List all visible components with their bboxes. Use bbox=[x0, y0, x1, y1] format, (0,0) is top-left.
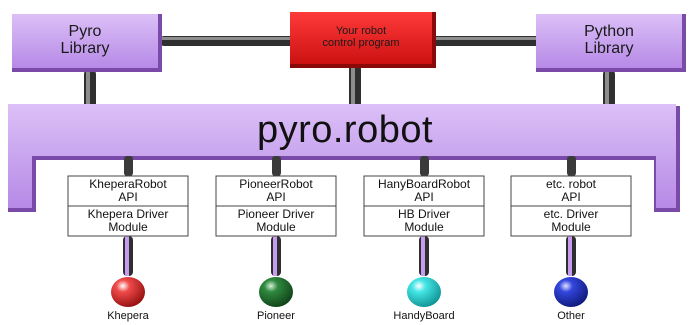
control-program-box bbox=[290, 12, 436, 68]
driver-box-0 bbox=[67, 205, 189, 237]
api-box-2 bbox=[363, 175, 485, 207]
robot-ball-2 bbox=[407, 277, 441, 307]
driver-box-2 bbox=[363, 205, 485, 237]
api-box-0 bbox=[67, 175, 189, 207]
connector-hub-api-3 bbox=[567, 156, 576, 176]
api-label-0: KheperaRobot API bbox=[89, 177, 167, 204]
pyro-library-box bbox=[12, 14, 162, 72]
pyro-library-label: Pyro Library bbox=[60, 23, 110, 57]
pyro-robot-hub bbox=[8, 104, 680, 212]
api-label-3: etc. robot API bbox=[545, 177, 597, 204]
robot-ball-0 bbox=[111, 277, 145, 307]
driver-label-1: Pioneer Driver Module bbox=[237, 207, 315, 234]
driver-label-2: HB Driver Module bbox=[397, 207, 450, 234]
driver-label-3: etc. Driver Module bbox=[543, 207, 599, 234]
robot-label-1: Pioneer bbox=[257, 309, 295, 322]
robot-ball-1 bbox=[259, 277, 293, 307]
robot-label-2: HandyBoard bbox=[393, 309, 455, 322]
driver-box-3 bbox=[510, 205, 632, 237]
python-library-label: Python Library bbox=[584, 23, 634, 57]
api-box-3 bbox=[510, 175, 632, 207]
api-label-2: HanyBoardRobot API bbox=[377, 177, 471, 204]
pyro-robot-label: pyro.robot bbox=[256, 109, 434, 152]
api-label-1: PioneerRobot API bbox=[239, 177, 313, 204]
control-program-label: Your robot control program bbox=[322, 25, 400, 49]
python-library-box bbox=[536, 14, 686, 72]
driver-label-0: Khepera Driver Module bbox=[87, 207, 169, 234]
connector-hub-api-2 bbox=[420, 156, 429, 176]
connector-hub-api-1 bbox=[272, 156, 281, 176]
robot-label-0: Khepera bbox=[107, 309, 149, 322]
robot-label-3: Other bbox=[557, 309, 585, 322]
robot-ball-3 bbox=[554, 277, 588, 307]
driver-box-1 bbox=[215, 205, 337, 237]
connector-hub-api-0 bbox=[124, 156, 133, 176]
